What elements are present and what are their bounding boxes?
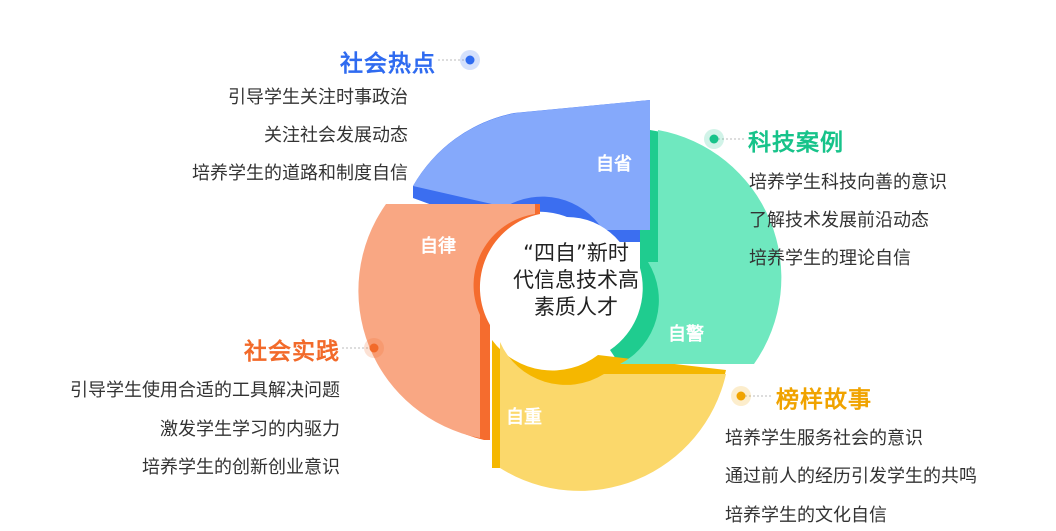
segment-top: [413, 100, 650, 230]
topic-tech-case-item-1: 培养学生科技向善的意识: [749, 172, 947, 193]
segment-left-label: 自律: [420, 236, 456, 257]
dot-bottom-right-core: [736, 391, 746, 401]
topic-role-model-item-3: 培养学生的文化自信: [725, 505, 887, 526]
center-title: “四自”新时 代信息技术高 素质人才: [496, 240, 656, 321]
topic-tech-case-item-3: 培养学生的理论自信: [749, 248, 911, 269]
dot-top-right-core: [709, 134, 719, 144]
topic-social-hotspot-title: 社会热点: [340, 51, 436, 77]
topic-role-model-item-1: 培养学生服务社会的意识: [725, 428, 923, 449]
topic-role-model-item-2: 通过前人的经历引发学生的共鸣: [725, 466, 977, 487]
topic-social-hotspot-item-3: 培养学生的道路和制度自信: [192, 163, 408, 184]
dot-top-left-core: [465, 55, 475, 65]
topic-role-model-title: 榜样故事: [776, 387, 872, 413]
segment-bottom-label: 自重: [506, 407, 542, 428]
topic-social-practice-title: 社会实践: [244, 339, 340, 365]
dot-bottom-left-core: [369, 343, 379, 353]
topic-social-practice-item-1: 引导学生使用合适的工具解决问题: [70, 380, 340, 401]
topic-tech-case-item-2: 了解技术发展前沿动态: [749, 210, 929, 231]
topic-social-hotspot-item-1: 引导学生关注时事政治: [228, 87, 408, 108]
segment-right-label: 自警: [668, 324, 704, 345]
segment-left: [358, 204, 535, 438]
topic-social-practice-item-3: 培养学生的创新创业意识: [142, 457, 340, 478]
center-line-3: 素质人才: [534, 295, 618, 319]
center-line-1: “四自”新时: [523, 241, 629, 265]
topic-social-hotspot-item-2: 关注社会发展动态: [264, 125, 408, 146]
center-disc: [499, 217, 635, 353]
segment-top-label: 自省: [596, 154, 632, 175]
topic-tech-case-title: 科技案例: [748, 130, 844, 156]
topic-social-practice-item-2: 激发学生学习的内驱力: [160, 419, 340, 440]
center-line-2: 代信息技术高: [513, 268, 639, 292]
segment-right: [620, 130, 782, 364]
segment-bottom: [500, 342, 726, 491]
